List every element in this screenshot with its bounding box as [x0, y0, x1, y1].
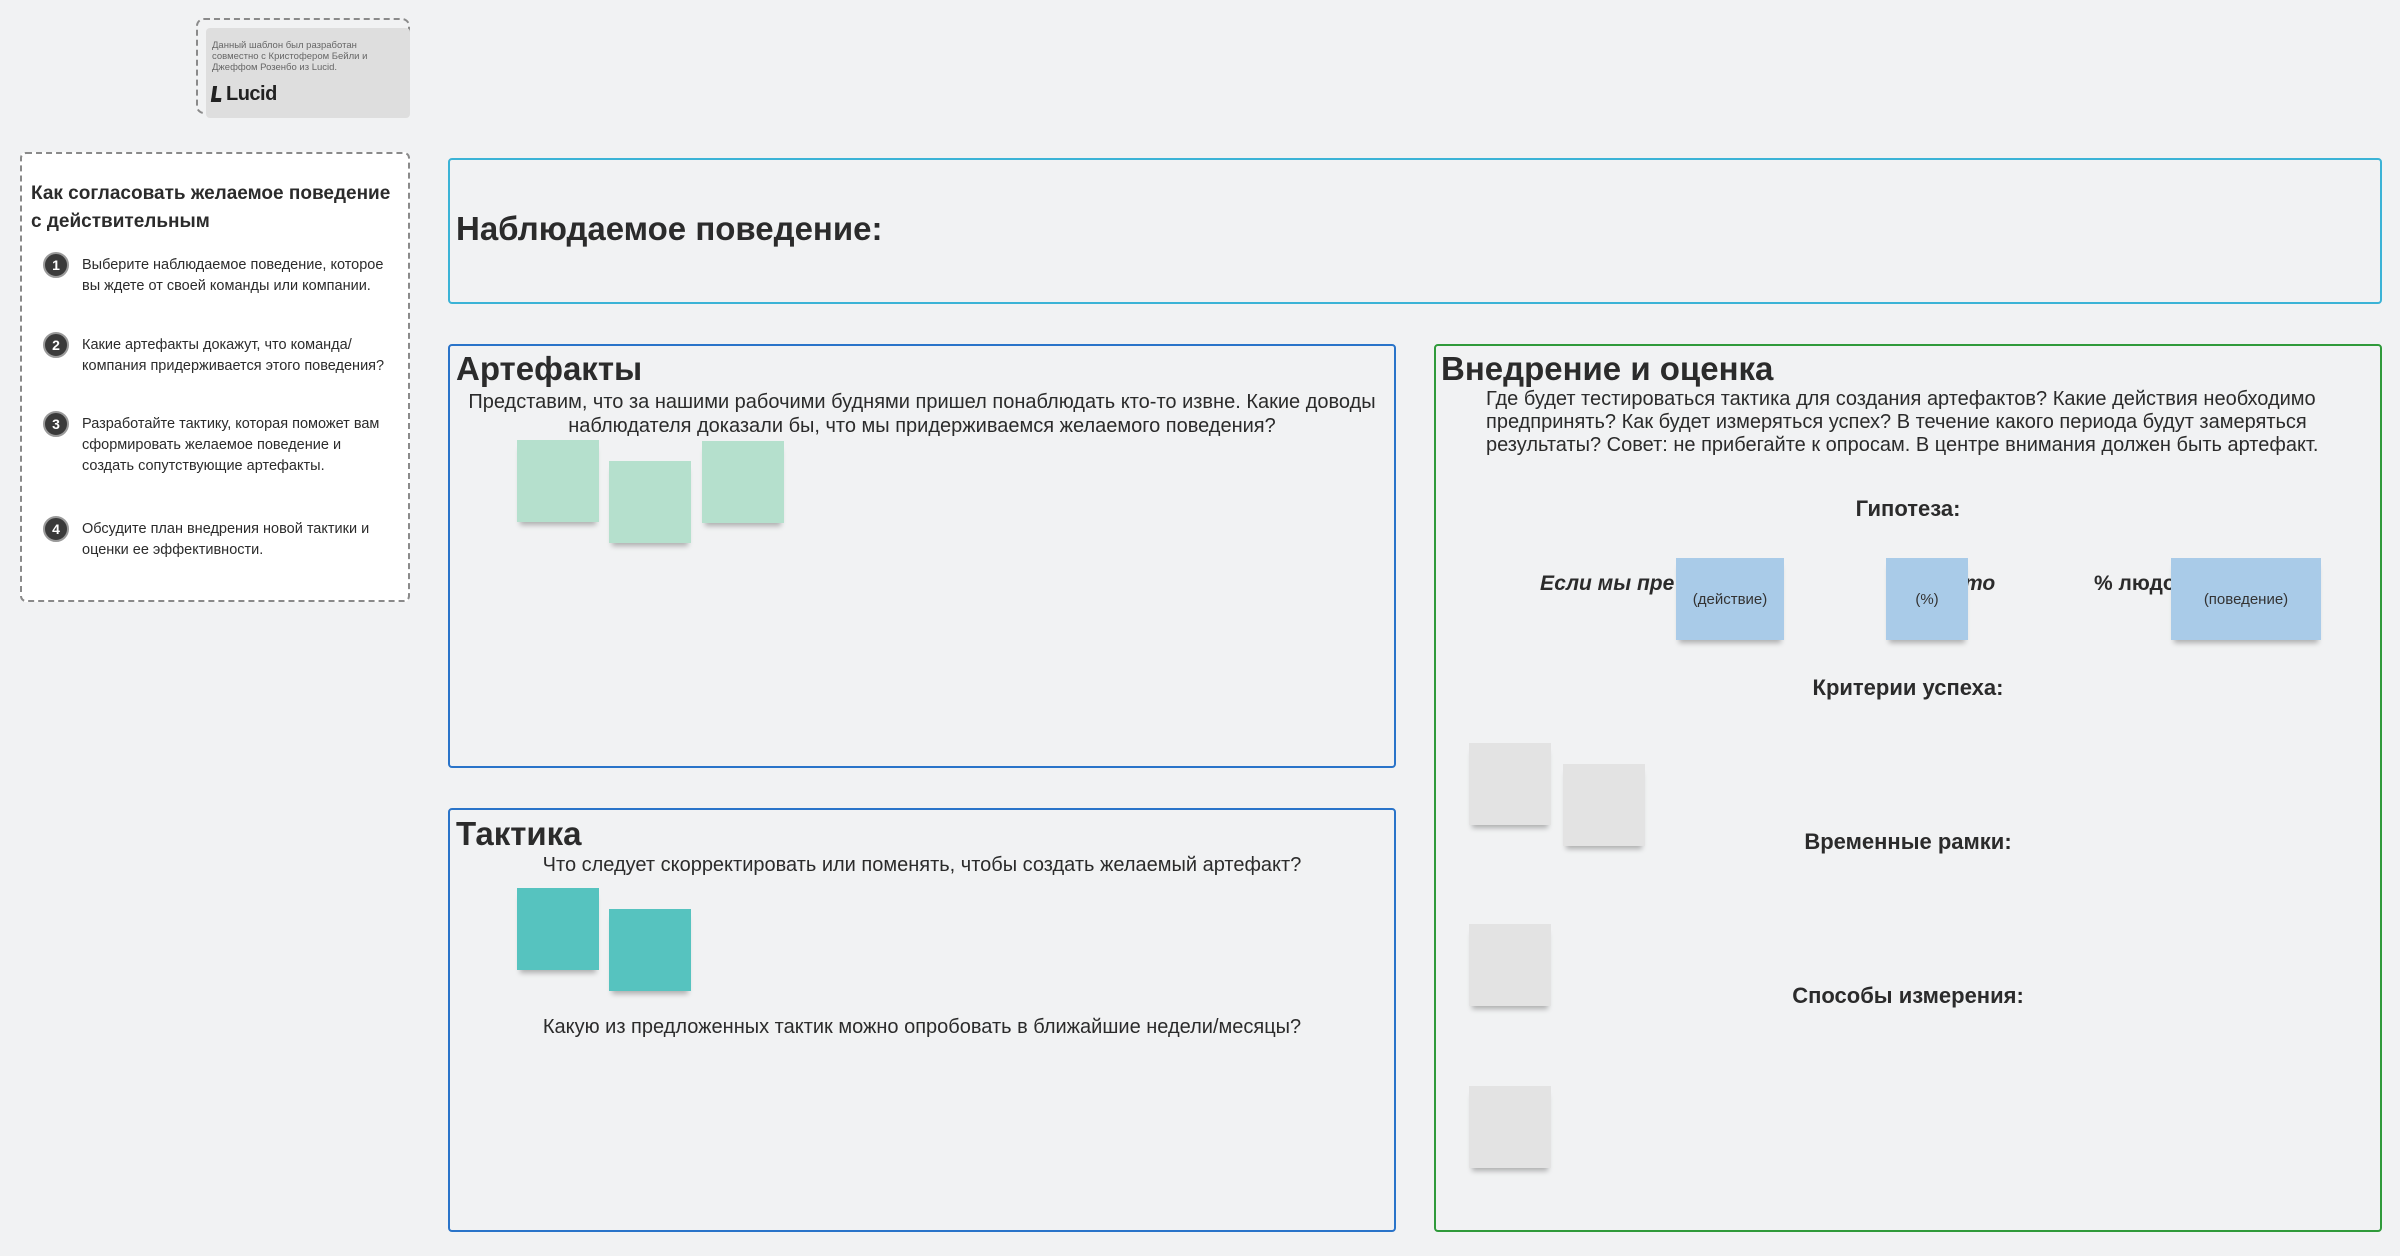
hypothesis-sentence: Если мы пре то % людо [1540, 572, 2240, 602]
tactics-question-1: Что следует скорректировать или поменять… [542, 854, 1302, 876]
hypothesis-part-2: то [1964, 572, 1996, 595]
sticky-note-percent[interactable]: (%) [1886, 558, 1968, 640]
step-text-1: Выберите наблюдаемое поведение, которое … [82, 257, 384, 294]
instructions-title: Как согласовать желаемое поведение с дей… [31, 183, 391, 232]
implementation-frame[interactable] [1434, 344, 2382, 1232]
lucid-logo: Lucid [210, 82, 277, 106]
success-criteria-label: Критерии успеха: [1812, 675, 2004, 700]
observed-behavior-title: Наблюдаемое поведение: [456, 210, 883, 247]
sticky-note-artifact-2[interactable] [609, 461, 691, 543]
artifacts-description: Представим, что за нашими рабочими будня… [468, 391, 1376, 437]
instructions-panel[interactable] [20, 152, 410, 602]
sticky-note-tactic-1[interactable] [517, 888, 599, 970]
sticky-note-action[interactable]: (действие) [1676, 558, 1784, 640]
hypothesis-label: Гипотеза: [1855, 496, 1961, 521]
sticky-note-artifact-3[interactable] [702, 441, 784, 523]
implementation-title: Внедрение и оценка [1441, 350, 1774, 387]
sticky-note-timeframe[interactable] [1469, 924, 1551, 1006]
sticky-note-measurement[interactable] [1469, 1086, 1551, 1168]
hypothesis-part-3: % людо [2094, 572, 2176, 595]
step-text-3: Разработайте тактику, которая поможет ва… [82, 416, 380, 474]
artifacts-title: Артефакты [456, 350, 643, 387]
credit-card-body [206, 28, 410, 118]
sticky-note-criteria-2[interactable] [1563, 764, 1645, 846]
step-number-4: 4 [43, 516, 69, 542]
lucid-logo-icon [210, 86, 224, 102]
tactics-title: Тактика [456, 815, 582, 852]
step-number-1: 1 [43, 252, 69, 278]
hypothesis-part-1: Если мы пре [1540, 572, 1675, 595]
implementation-description: Где будет тестироваться тактика для созд… [1486, 388, 2319, 456]
observed-behavior-frame[interactable] [448, 158, 2382, 304]
credit-text: Данный шаблон был разработан совместно с… [212, 40, 368, 73]
timeframe-label: Временные рамки: [1804, 829, 2012, 854]
sticky-note-behavior[interactable]: (поведение) [2171, 558, 2321, 640]
tactics-question-2: Какую из предложенных тактик можно опроб… [542, 1016, 1302, 1038]
step-number-2: 2 [43, 332, 69, 358]
sticky-note-artifact-1[interactable] [517, 440, 599, 522]
artifacts-frame[interactable] [448, 344, 1396, 768]
step-number-3: 3 [43, 411, 69, 437]
step-text-2: Какие артефакты докажут, что команда/ком… [82, 337, 385, 374]
measurement-label: Способы измерения: [1792, 983, 2024, 1008]
sticky-note-criteria-1[interactable] [1469, 743, 1551, 825]
tactics-frame[interactable] [448, 808, 1396, 1232]
sticky-note-tactic-2[interactable] [609, 909, 691, 991]
lucid-logo-text: Lucid [226, 82, 277, 105]
step-text-4: Обсудите план внедрения новой тактики и … [82, 521, 370, 558]
